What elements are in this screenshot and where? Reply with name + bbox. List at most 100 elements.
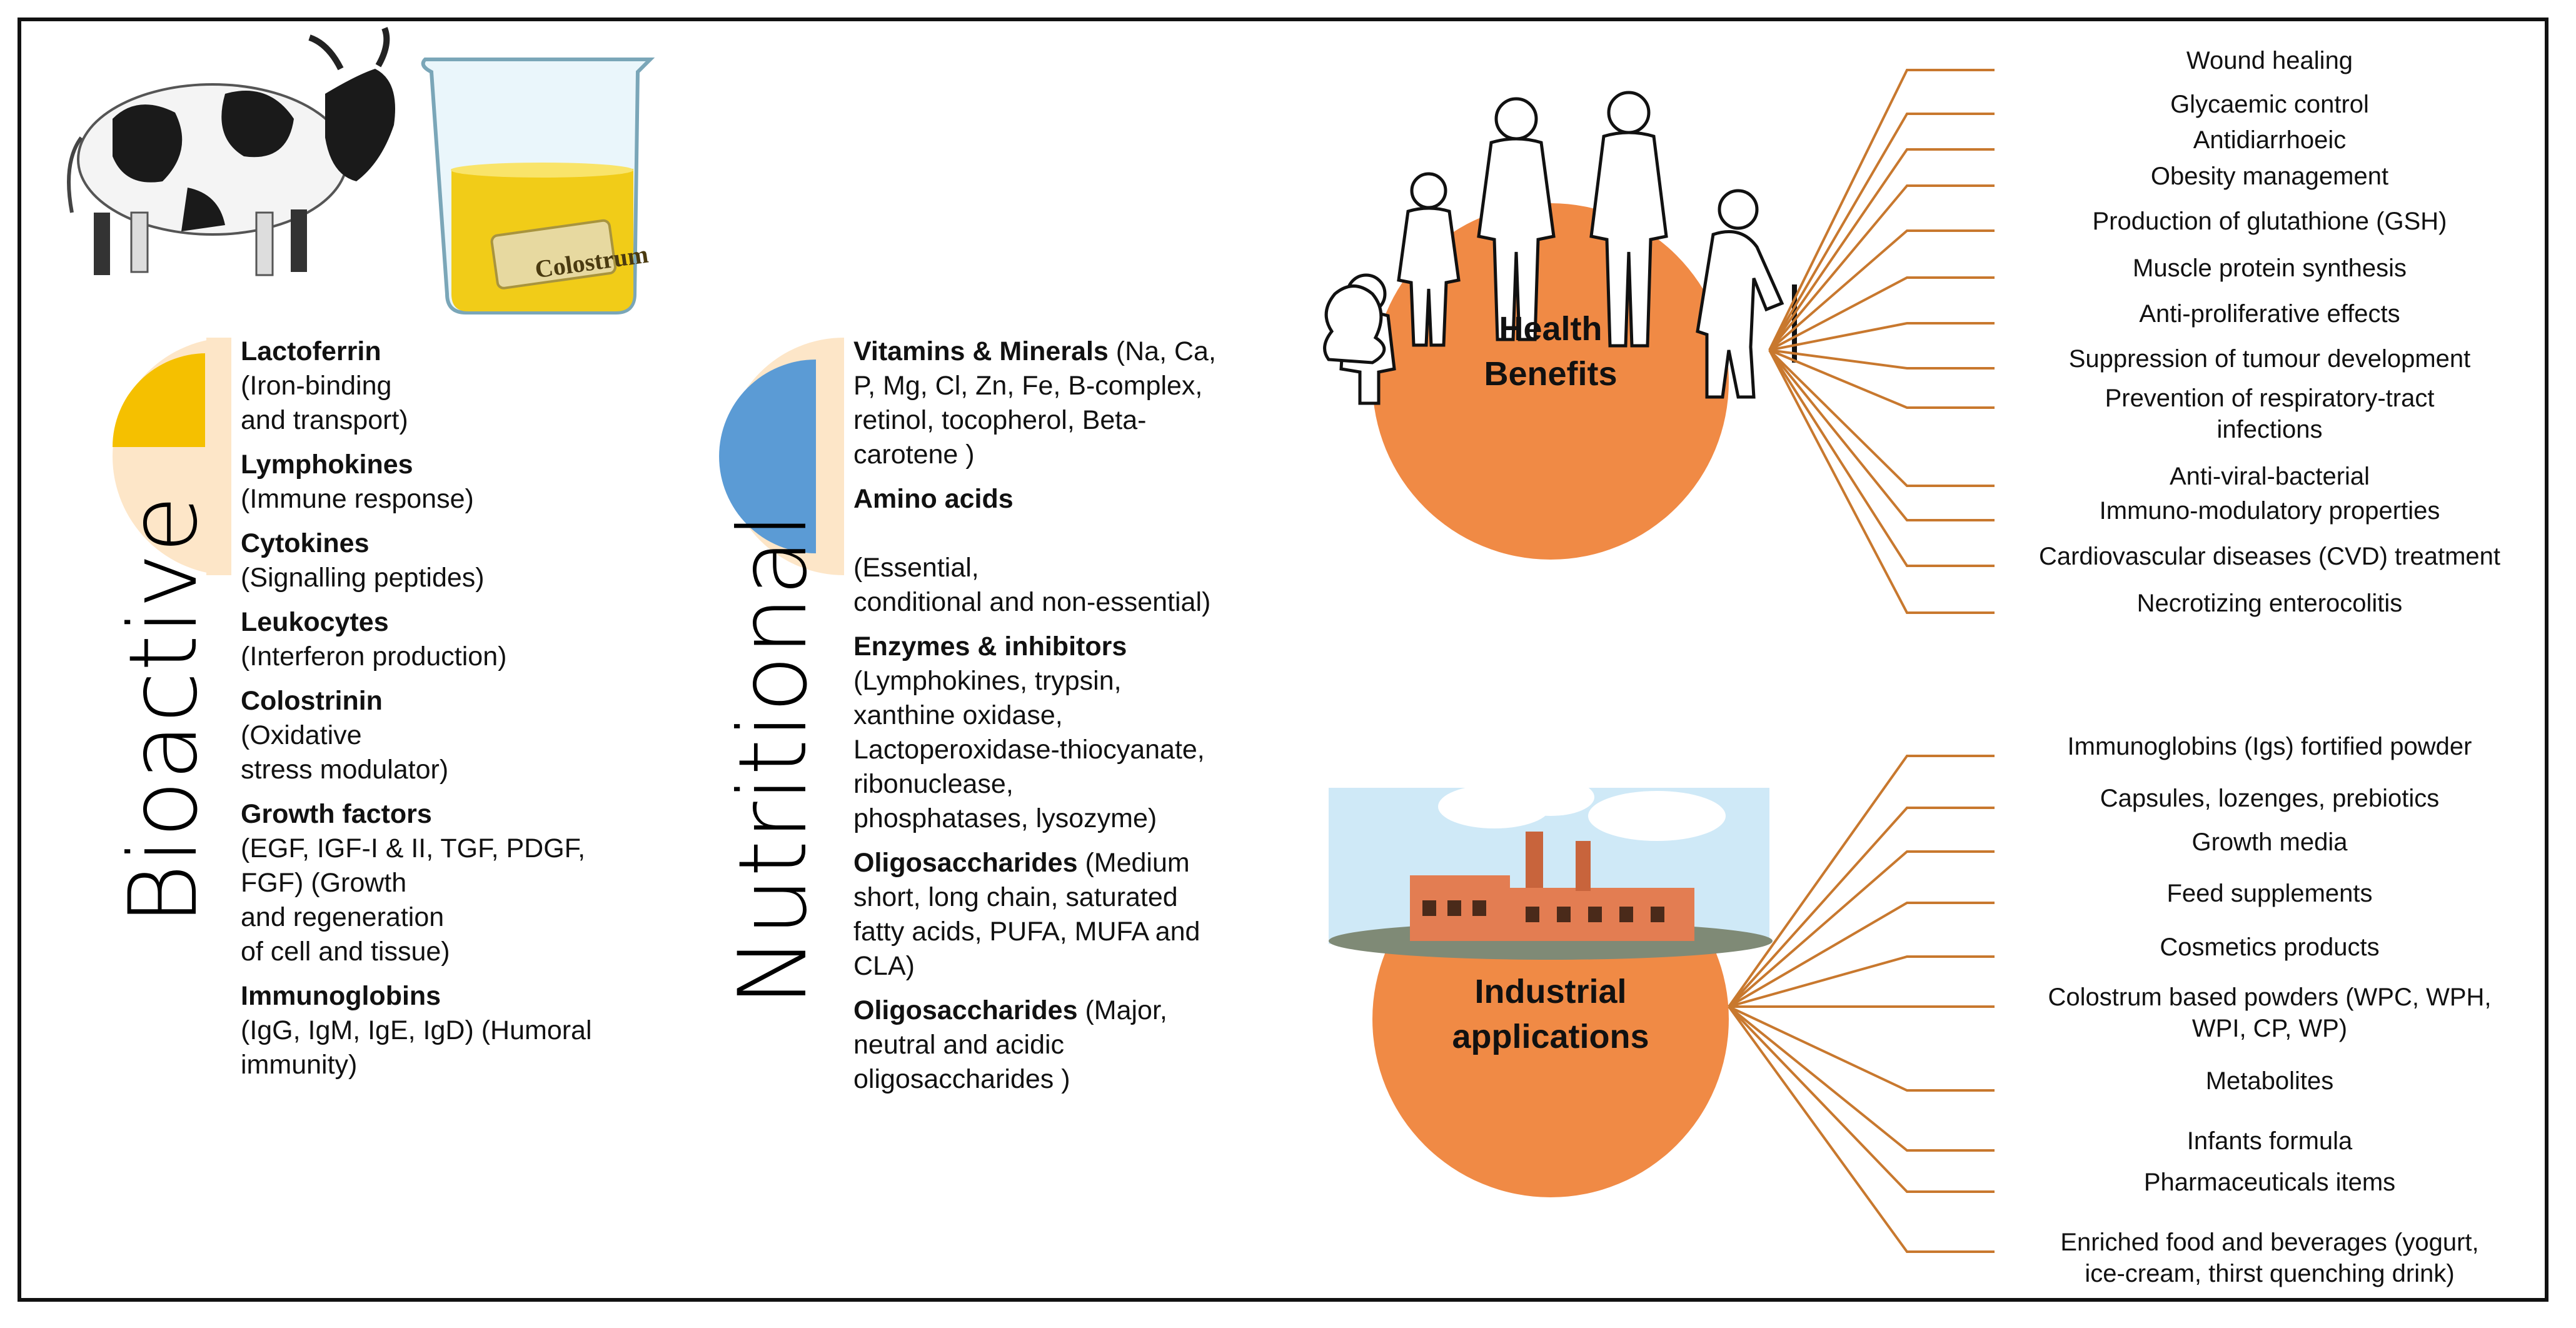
industrial-applications-label: Industrial applications [1452,973,1649,1055]
nutritional-item-desc: neutral and acidic oligosaccharides ) [853,1030,1070,1094]
health-item: Immuno-modulatory properties [2099,497,2440,525]
bioactive-quarter-base-strip [206,338,231,575]
health-item: Necrotizing enterocolitis [2136,590,2403,617]
nutritional-item-name: Oligosaccharides [853,995,1078,1025]
health-item: Anti-proliferative effects [2139,300,2400,328]
factory-image [1329,778,1773,960]
health-item: Obesity management [2150,163,2389,190]
bioactive-item: Lymphokines (Immune response) [241,448,691,516]
health-connector-line [1768,69,1995,351]
bioactive-item-name: Cytokines [241,528,370,558]
health-connector-line [1769,349,1995,370]
bioactive-item: Immunoglobins (IgG, IgM, IgE, IgD) (Humor… [241,979,691,1082]
health-connector-line [1768,229,1995,351]
nutritional-list: Vitamins & Minerals (Na, Ca, P, Mg, Cl, Z… [853,335,1329,1107]
bioactive-item: Lactoferrin (Iron-binding and transport) [241,335,691,438]
industrial-connector-lines [1728,755,1995,1253]
nutritional-item-desc: P, Mg, Cl, Zn, Fe, B-complex, retinol, t… [853,371,1203,470]
industrial-connector-line [1728,807,1995,1008]
industrial-item: Cosmetics products [2160,933,2380,961]
nutritional-item-inline: (Medium [1077,848,1190,878]
industrial-connector-line [1728,1005,1995,1193]
industrial-connector-line [1728,902,1995,1008]
bioactive-item-desc: (Interferon production) [241,641,507,672]
health-connector-line [1769,349,1995,409]
bioactive-heading: Bioactive [109,495,218,925]
health-connector-line [1768,349,1995,521]
bioactive-item-name: Lactoferrin [241,336,381,366]
bioactive-item: Growth factors (EGF, IGF-I & II, TGF, PDG… [241,797,691,969]
nutritional-item-name: Oligosaccharides [853,848,1078,878]
health-connector-line [1768,349,1995,487]
health-item: Cardiovascular diseases (CVD) treatment [2038,543,2501,570]
health-item: Anti-viral-bacterial [2169,463,2370,490]
health-item: Suppression of tumour development [2068,345,2471,373]
nutritional-item: Oligosaccharides (Major,neutral and acid… [853,993,1329,1097]
bioactive-list: Lactoferrin(Iron-binding and transport)L… [241,335,691,1092]
industrial-connector-line [1728,1005,1995,1152]
health-connector-line [1768,350,1995,614]
industrial-connector-line [1728,755,1995,1008]
nutritional-item-name: Enzymes & inhibitors [853,631,1127,661]
nutritional-item-desc: (Essential, conditional and non-essentia… [853,553,1211,617]
bioactive-item: Cytokines (Signalling peptides) [241,526,691,595]
bioactive-item-desc: (Oxidative stress modulator) [241,720,449,785]
health-connector-line [1768,113,1995,351]
bioactive-item-name: Colostrinin [241,686,383,716]
industrial-item: Pharmaceuticals items [2143,1169,2396,1196]
bioactive-item-desc: (EGF, IGF-I & II, TGF, PDGF, FGF) (Growt… [241,833,586,967]
industrial-item: Enriched food and beverages (yogurt, ice… [2060,1229,2479,1287]
nutritional-item: Oligosaccharides (Medium short, long chai… [853,846,1329,983]
bioactive-item-name: Immunoglobins [241,981,441,1011]
bioactive-item-desc: (Signalling peptides) [241,563,485,593]
figure-frame [18,18,2548,1302]
bioactive-item-name: Lymphokines [241,450,413,480]
health-item: Prevention of respiratory-tract infectio… [2105,385,2435,443]
health-item: Production of glutathione (GSH) [2092,208,2447,235]
industrial-item: Colostrum based powders (WPC, WPH, WPI, … [2048,983,2492,1042]
nutritional-item-desc: short, long chain, saturated fatty acids… [853,882,1200,981]
health-item: Antidiarrhoeic [2193,126,2347,154]
industrial-item: Infants formula [2186,1127,2353,1155]
health-item: Wound healing [2186,47,2353,74]
nutritional-item-inline: (Major, [1077,995,1167,1025]
nutritional-item: Amino acids (Essential, conditional and … [853,482,1329,620]
industrial-connector-line [1728,1005,1995,1092]
bioactive-item-desc: (Immune response) [241,484,474,514]
industrial-item: Capsules, lozenges, prebiotics [2100,785,2440,812]
health-connector-line [1768,349,1995,567]
industrial-item: Metabolites [2205,1067,2334,1095]
bioactive-item: Leukocytes (Interferon production) [241,605,691,674]
nutritional-item-desc: (Lymphokines, trypsin, xanthine oxidase,… [853,666,1205,833]
health-item: Glycaemic control [2170,91,2369,118]
bioactive-item-name: Leukocytes [241,607,389,637]
nutritional-heading: Nutritional [719,512,828,1007]
nutritional-item-inline: (Na, Ca, [1108,336,1216,366]
bioactive-item-desc: (Iron-binding and transport) [241,371,408,435]
industrial-connector-line [1728,850,1995,1008]
bioactive-item: Colostrinin (Oxidative stress modulator) [241,684,691,787]
cow-image [67,27,395,276]
health-connector-line [1769,322,1995,351]
bioactive-item-name: Growth factors [241,799,432,829]
health-benefits-label: Health Benefits [1484,310,1618,393]
beaker-image [421,58,655,314]
people-silhouettes [1323,91,1797,405]
nutritional-half-icon [719,338,844,575]
industrial-connector-line [1728,1005,1995,1253]
health-item: Muscle protein synthesis [2133,254,2407,282]
bioactive-quarter-icon [113,338,231,575]
bioactive-item-desc: (IgG, IgM, IgE, IgD) (Humoral immunity) [241,1015,592,1080]
industrial-item: Growth media [2191,828,2348,856]
industrial-item: Feed supplements [2166,880,2373,907]
nutritional-item-name: Amino acids [853,484,1014,514]
nutritional-item: Enzymes & inhibitors (Lymphokines, trypsi… [853,630,1329,836]
industrial-connector-line [1728,955,1995,1008]
health-connector-line [1769,276,1995,351]
health-connector-line [1768,148,1995,351]
health-connector-lines [1768,69,1995,614]
health-connector-line [1768,184,1995,351]
nutritional-item-name: Vitamins & Minerals [853,336,1109,366]
